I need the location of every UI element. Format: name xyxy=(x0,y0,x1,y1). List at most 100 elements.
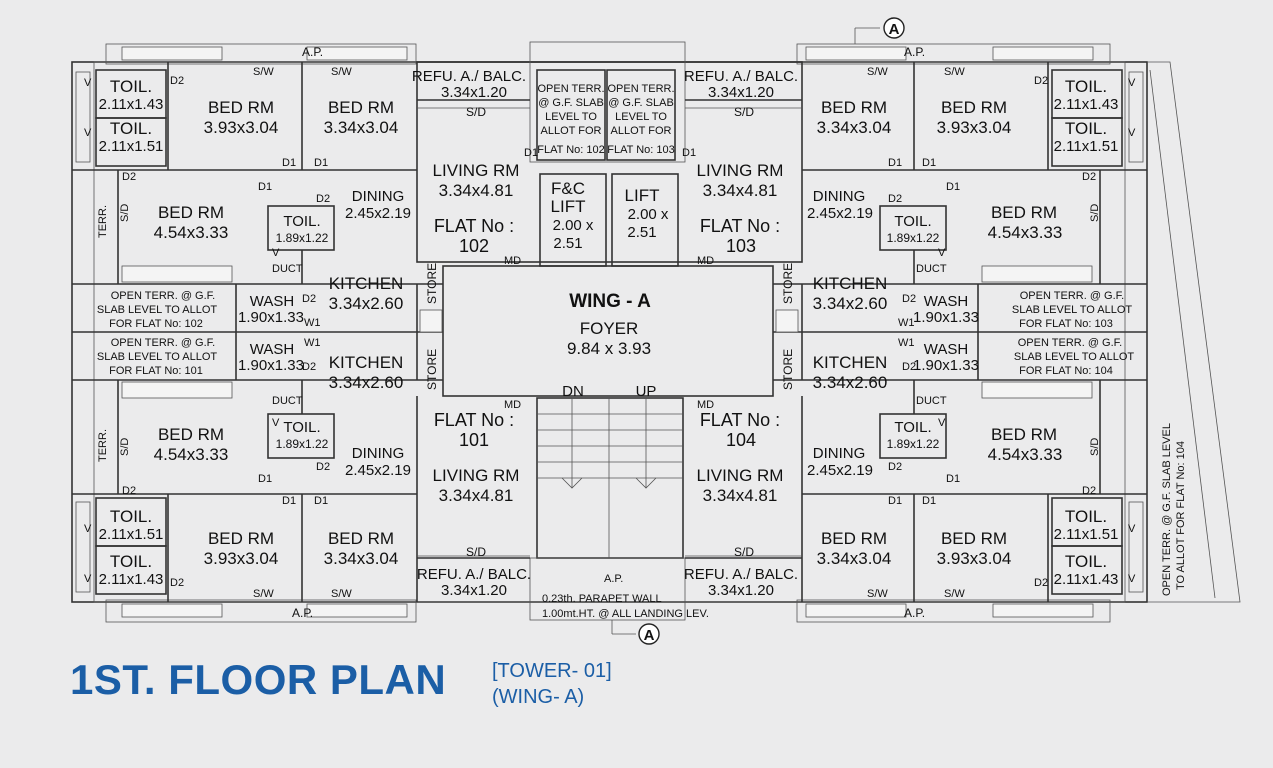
foyer-dim: 9.84 x 3.93 xyxy=(567,339,651,358)
open-terrace-label: OPEN TERR. @ G.F. xyxy=(1020,290,1124,302)
md-label: MD xyxy=(697,255,714,267)
toilet-dim: 1.89x1.22 xyxy=(276,437,329,451)
sw-label: S/W xyxy=(253,588,274,600)
window-label: W1 xyxy=(898,337,915,349)
toilet-label: TOIL. xyxy=(110,552,152,571)
refuge-dim: 3.34x1.20 xyxy=(708,582,774,599)
bedroom-dim: 4.54x3.33 xyxy=(154,445,229,464)
living-label: LIVING RM xyxy=(697,161,784,180)
bedroom-dim: 3.93x3.04 xyxy=(937,118,1012,137)
flat-number: 102 xyxy=(459,236,489,256)
bedroom-dim: 4.54x3.33 xyxy=(988,223,1063,242)
toilet-label: TOIL. xyxy=(1065,507,1107,526)
toilet-label: TOIL. xyxy=(110,507,152,526)
toilet-label: TOIL. xyxy=(1065,552,1107,571)
bedroom-dim: 3.93x3.04 xyxy=(937,549,1012,568)
toilet-label: TOIL. xyxy=(894,213,931,230)
door-label: D1 xyxy=(922,495,936,507)
terr-label: TERR. xyxy=(97,429,109,462)
flat-number: 103 xyxy=(726,236,756,256)
sw-label: S/W xyxy=(867,66,888,78)
ap-label: A.P. xyxy=(904,45,925,59)
door-label: D1 xyxy=(258,181,272,193)
open-terrace-label: @ G.F. SLAB xyxy=(538,97,604,109)
toilet-label: TOIL. xyxy=(283,213,320,230)
sw-label: S/W xyxy=(944,588,965,600)
bedroom-dim: 3.34x3.04 xyxy=(324,549,399,568)
fc-lift-dim: 2.00 x xyxy=(553,217,594,234)
door-label: D2 xyxy=(1034,75,1048,87)
foyer-label: FOYER xyxy=(580,319,639,338)
dining-label: DINING xyxy=(813,445,866,462)
toilet-label: TOIL. xyxy=(110,77,152,96)
v-label: V xyxy=(938,247,946,259)
walls xyxy=(71,41,1241,623)
bedroom-label: BED RM xyxy=(208,98,274,117)
open-terrace-label: FLAT No: 102 xyxy=(537,144,604,156)
toilet-dim: 2.11x1.51 xyxy=(1054,138,1119,155)
store-label: STORE xyxy=(425,263,439,304)
door-label: D2 xyxy=(888,461,902,473)
living-dim: 3.34x4.81 xyxy=(703,181,778,200)
v-label: V xyxy=(272,417,280,429)
refuge-dim: 3.34x1.20 xyxy=(441,582,507,599)
store-label: STORE xyxy=(425,349,439,390)
toilet-dim: 2.11x1.43 xyxy=(99,571,164,588)
open-terrace-label: OPEN TERR. xyxy=(537,83,604,95)
door-label: D2 xyxy=(170,75,184,87)
ap-label: A.P. xyxy=(302,45,323,59)
open-terrace-label: SLAB LEVEL TO ALLOT xyxy=(1012,304,1133,316)
living-label: LIVING RM xyxy=(433,161,520,180)
duct-label: DUCT xyxy=(916,395,947,407)
duct-label: DUCT xyxy=(272,263,303,275)
toilet-dim: 1.89x1.22 xyxy=(276,231,329,245)
door-label: D2 xyxy=(170,577,184,589)
section-marker-top: A xyxy=(854,17,905,44)
flat-no-label: FLAT No : xyxy=(434,216,514,236)
toilet-dim: 2.11x1.51 xyxy=(99,526,164,543)
toilet-label: TOIL. xyxy=(283,419,320,436)
open-terrace-label: ALLOT FOR xyxy=(611,125,672,137)
living-dim: 3.34x4.81 xyxy=(439,486,514,505)
door-label: D1 xyxy=(524,147,538,159)
bedroom-label: BED RM xyxy=(328,529,394,548)
open-terrace-label: LEVEL TO xyxy=(545,111,597,123)
sw-label: S/W xyxy=(331,588,352,600)
sw-label: S/W xyxy=(944,66,965,78)
v-label: V xyxy=(84,77,92,89)
door-label: D2 xyxy=(302,361,316,373)
md-label: MD xyxy=(697,399,714,411)
wash-label: WASH xyxy=(250,293,294,310)
door-label: D2 xyxy=(1082,485,1096,497)
open-terrace-label: FOR FLAT No: 104 xyxy=(1019,365,1113,377)
tower-subtitle: [TOWER- 01] xyxy=(492,660,612,682)
parapet-label: 1.00mt.HT. @ ALL LANDING LEV. xyxy=(542,608,709,620)
fc-lift-dim: 2.51 xyxy=(553,235,582,252)
kitchen-dim: 3.34x2.60 xyxy=(329,373,404,392)
refuge-dim: 3.34x1.20 xyxy=(708,84,774,101)
v-label: V xyxy=(272,247,280,259)
refuge-label: REFU. A./ BALC. xyxy=(684,566,798,583)
door-label: D1 xyxy=(282,157,296,169)
living-label: LIVING RM xyxy=(433,466,520,485)
toilet-dim: 1.89x1.22 xyxy=(887,231,940,245)
door-label: D1 xyxy=(314,157,328,169)
door-label: D1 xyxy=(946,473,960,485)
bedroom-dim: 4.54x3.33 xyxy=(988,445,1063,464)
md-label: MD xyxy=(504,399,521,411)
kitchen-dim: 3.34x2.60 xyxy=(813,294,888,313)
wash-label: WASH xyxy=(924,341,968,358)
open-terrace-label: FLAT No: 103 xyxy=(607,144,674,156)
flat-number: 104 xyxy=(726,430,756,450)
toilet-dim: 2.11x1.51 xyxy=(99,138,164,155)
bedroom-dim: 3.34x3.04 xyxy=(324,118,399,137)
wash-dim: 1.90x1.33 xyxy=(913,309,979,326)
open-terrace-label: OPEN TERR. xyxy=(607,83,674,95)
bedroom-label: BED RM xyxy=(158,425,224,444)
bedroom-dim: 3.93x3.04 xyxy=(204,549,279,568)
sw-label: S/W xyxy=(867,588,888,600)
bedroom-label: BED RM xyxy=(941,98,1007,117)
md-label: MD xyxy=(504,255,521,267)
door-label: D2 xyxy=(902,361,916,373)
